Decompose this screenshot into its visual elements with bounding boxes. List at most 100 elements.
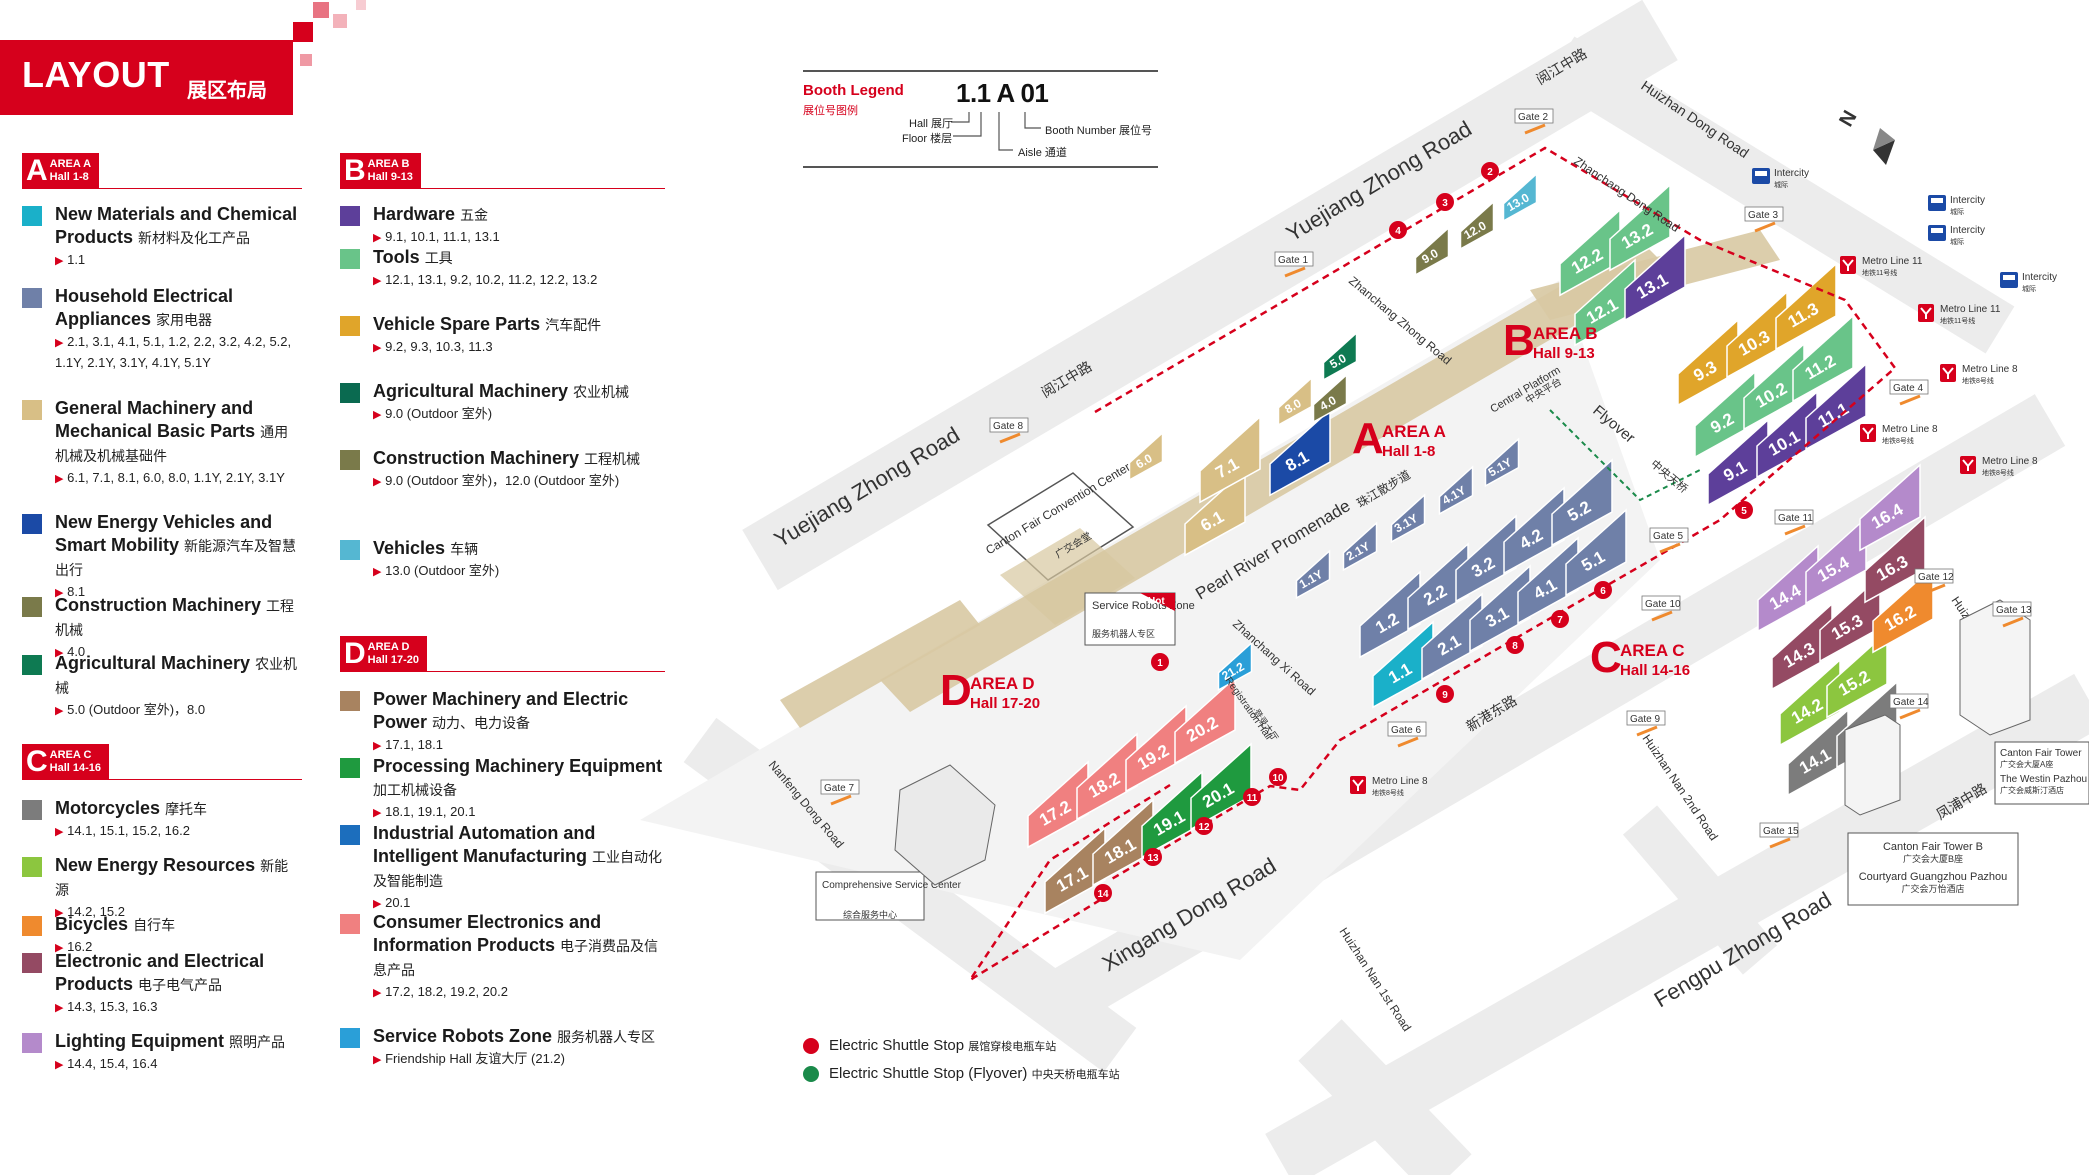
title-decoration [333,14,347,28]
gate-box [1649,527,1689,543]
category-name: New Energy Resources [55,855,256,875]
transit-label-cn: 城际 [2022,284,2036,293]
shuttle-stop-marker [1094,884,1112,902]
gate-marker [1899,708,1921,720]
shuttle-stop-3: 3 [1436,193,1454,211]
category-color-swatch [340,450,360,470]
service-robots-label: Service Robots Zone [1092,600,1195,612]
gate-12: Gate 12 [1914,568,1954,595]
category-color-swatch [22,597,42,617]
category-halls: 9.2, 9.3, 10.3, 11.3 [385,339,493,354]
category-name-cn: 农业机械 [55,656,298,696]
transit-label: Metro Line 8 [1962,364,2018,375]
legend-category: Household Electrical Appliances 家用电器▶ 2.… [22,285,302,372]
hall-16-4 [1859,463,1921,552]
transit-label-cn: 地铁8号线 [1882,436,1914,445]
category-halls: 5.0 (Outdoor 室外)，8.0 [67,702,206,717]
category-name-cn: 新能源汽车及智慧出行 [55,538,297,578]
hall-2-1Y [1342,521,1378,572]
tower-a-box [1994,741,2089,805]
area-letter: A [26,154,48,187]
transit-label: Intercity [1950,195,1985,206]
category-halls: 9.0 (Outdoor 室外) [385,406,493,421]
flyover-route [1549,409,1701,502]
category-color-swatch [22,916,42,936]
legend-category: New Materials and Chemical Products 新材料及… [22,203,302,271]
category-name-cn: 通用机械及机械基础件 [55,424,289,464]
category-name-cn: 家用电器 [156,312,213,328]
booth-legend-hall: Hall 展厅 [909,118,954,130]
shuttle-stop-6: 6 [1594,581,1612,599]
legend-category: Construction Machinery 工程机械▶ 4.0 [22,594,302,663]
booth-legend-leaders [951,112,1041,151]
intercity-train-icon-window [1755,171,1767,176]
booth-legend-floor: Floor 楼层 [902,133,953,145]
category-halls: 4.0 [67,644,86,659]
category-color-swatch [340,914,360,934]
category-halls: 16.2 [67,939,93,954]
category-color-swatch [22,206,42,226]
shuttle-stop-red-marker [803,1038,819,1054]
hall-10-1 [1756,390,1818,479]
category-color-swatch [22,800,42,820]
hall-17-1 [1044,826,1106,915]
shuttle-stop-5: 5 [1735,501,1753,519]
tower-a-building [1959,599,2031,736]
page-title: LAYOUT 展区布局 [0,40,293,115]
map-area-halls: Hall 9-13 [1533,345,1595,362]
category-color-swatch [340,316,360,336]
hall-6-0 [1128,431,1164,482]
category-halls: 14.2, 15.2 [67,904,125,919]
category-name-cn: 照明产品 [229,1034,285,1050]
shuttle-stop-number: 3 [1442,198,1448,209]
gate-4: Gate 4 [1889,379,1929,406]
gate-label: Gate 4 [1893,383,1923,394]
category-name-cn: 服务机器人专区 [557,1029,656,1045]
category-name-cn: 农业机械 [573,384,630,400]
category-name: Processing Machinery Equipment [373,756,663,776]
hall-18-2 [1076,732,1138,821]
hall-2-2 [1407,542,1469,631]
legend-category: Service Robots Zone 服务机器人专区▶ Friendship … [340,1025,665,1070]
metro-icon-glyph [1942,367,1954,379]
area-letter: D [344,637,366,670]
shuttle-stop-marker [1481,162,1499,180]
gate-5: Gate 5 [1649,527,1689,554]
category-halls: 18.1, 19.1, 20.1 [385,804,476,819]
gate-1: Gate 1 [1274,251,1314,278]
map-area-letter: B [1503,316,1535,365]
metro-icon-glyph [1920,307,1932,319]
booth-legend-title: Booth Legend [803,82,904,99]
category-name: New Energy Vehicles and Smart Mobility [55,512,273,555]
shuttle-legend: Electric Shuttle Stop 展馆穿梭电瓶车站 Electric … [803,1036,1223,1092]
category-halls: 14.3, 15.3, 16.3 [67,999,158,1014]
service-robots-label-cn: 服务机器人专区 [1092,628,1155,639]
booth-legend-sample: 1.1 A 01 [956,78,1049,108]
gate-label: Gate 9 [1630,714,1660,725]
shuttle-stop-number: 8 [1512,641,1518,652]
shuttle-stop-marker [1436,193,1454,211]
gate-box [1744,206,1784,222]
category-name: Industrial Automation and Intelligent Ma… [373,823,596,866]
legend-category: General Machinery and Mechanical Basic P… [22,397,302,489]
gate-label: Gate 7 [824,783,854,794]
title-decoration [313,2,329,18]
legend-category: Lighting Equipment 照明产品▶ 14.4, 15.4, 16.… [22,1030,302,1075]
category-name: Service Robots Zone [373,1026,553,1046]
hall-4-0 [1312,373,1348,424]
shuttle-stop-marker [1269,768,1287,786]
category-name-cn: 五金 [460,207,489,223]
gate-box [1387,721,1427,737]
hall-11-2 [1792,314,1854,403]
category-name-cn: 车辆 [450,541,479,557]
shuttle-stop-number: 10 [1272,773,1284,784]
shuttle-stop-marker [1436,685,1454,703]
category-name: Agricultural Machinery [373,381,569,401]
transit-label: Intercity [1774,168,1809,179]
shuttle-stop-green-marker [803,1066,819,1082]
legend-category: Agricultural Machinery 农业机械▶ 9.0 (Outdoo… [340,380,665,425]
gate-label: Gate 3 [1748,210,1778,221]
hall-10-2 [1743,342,1805,431]
category-name: Vehicle Spare Parts [373,314,541,334]
